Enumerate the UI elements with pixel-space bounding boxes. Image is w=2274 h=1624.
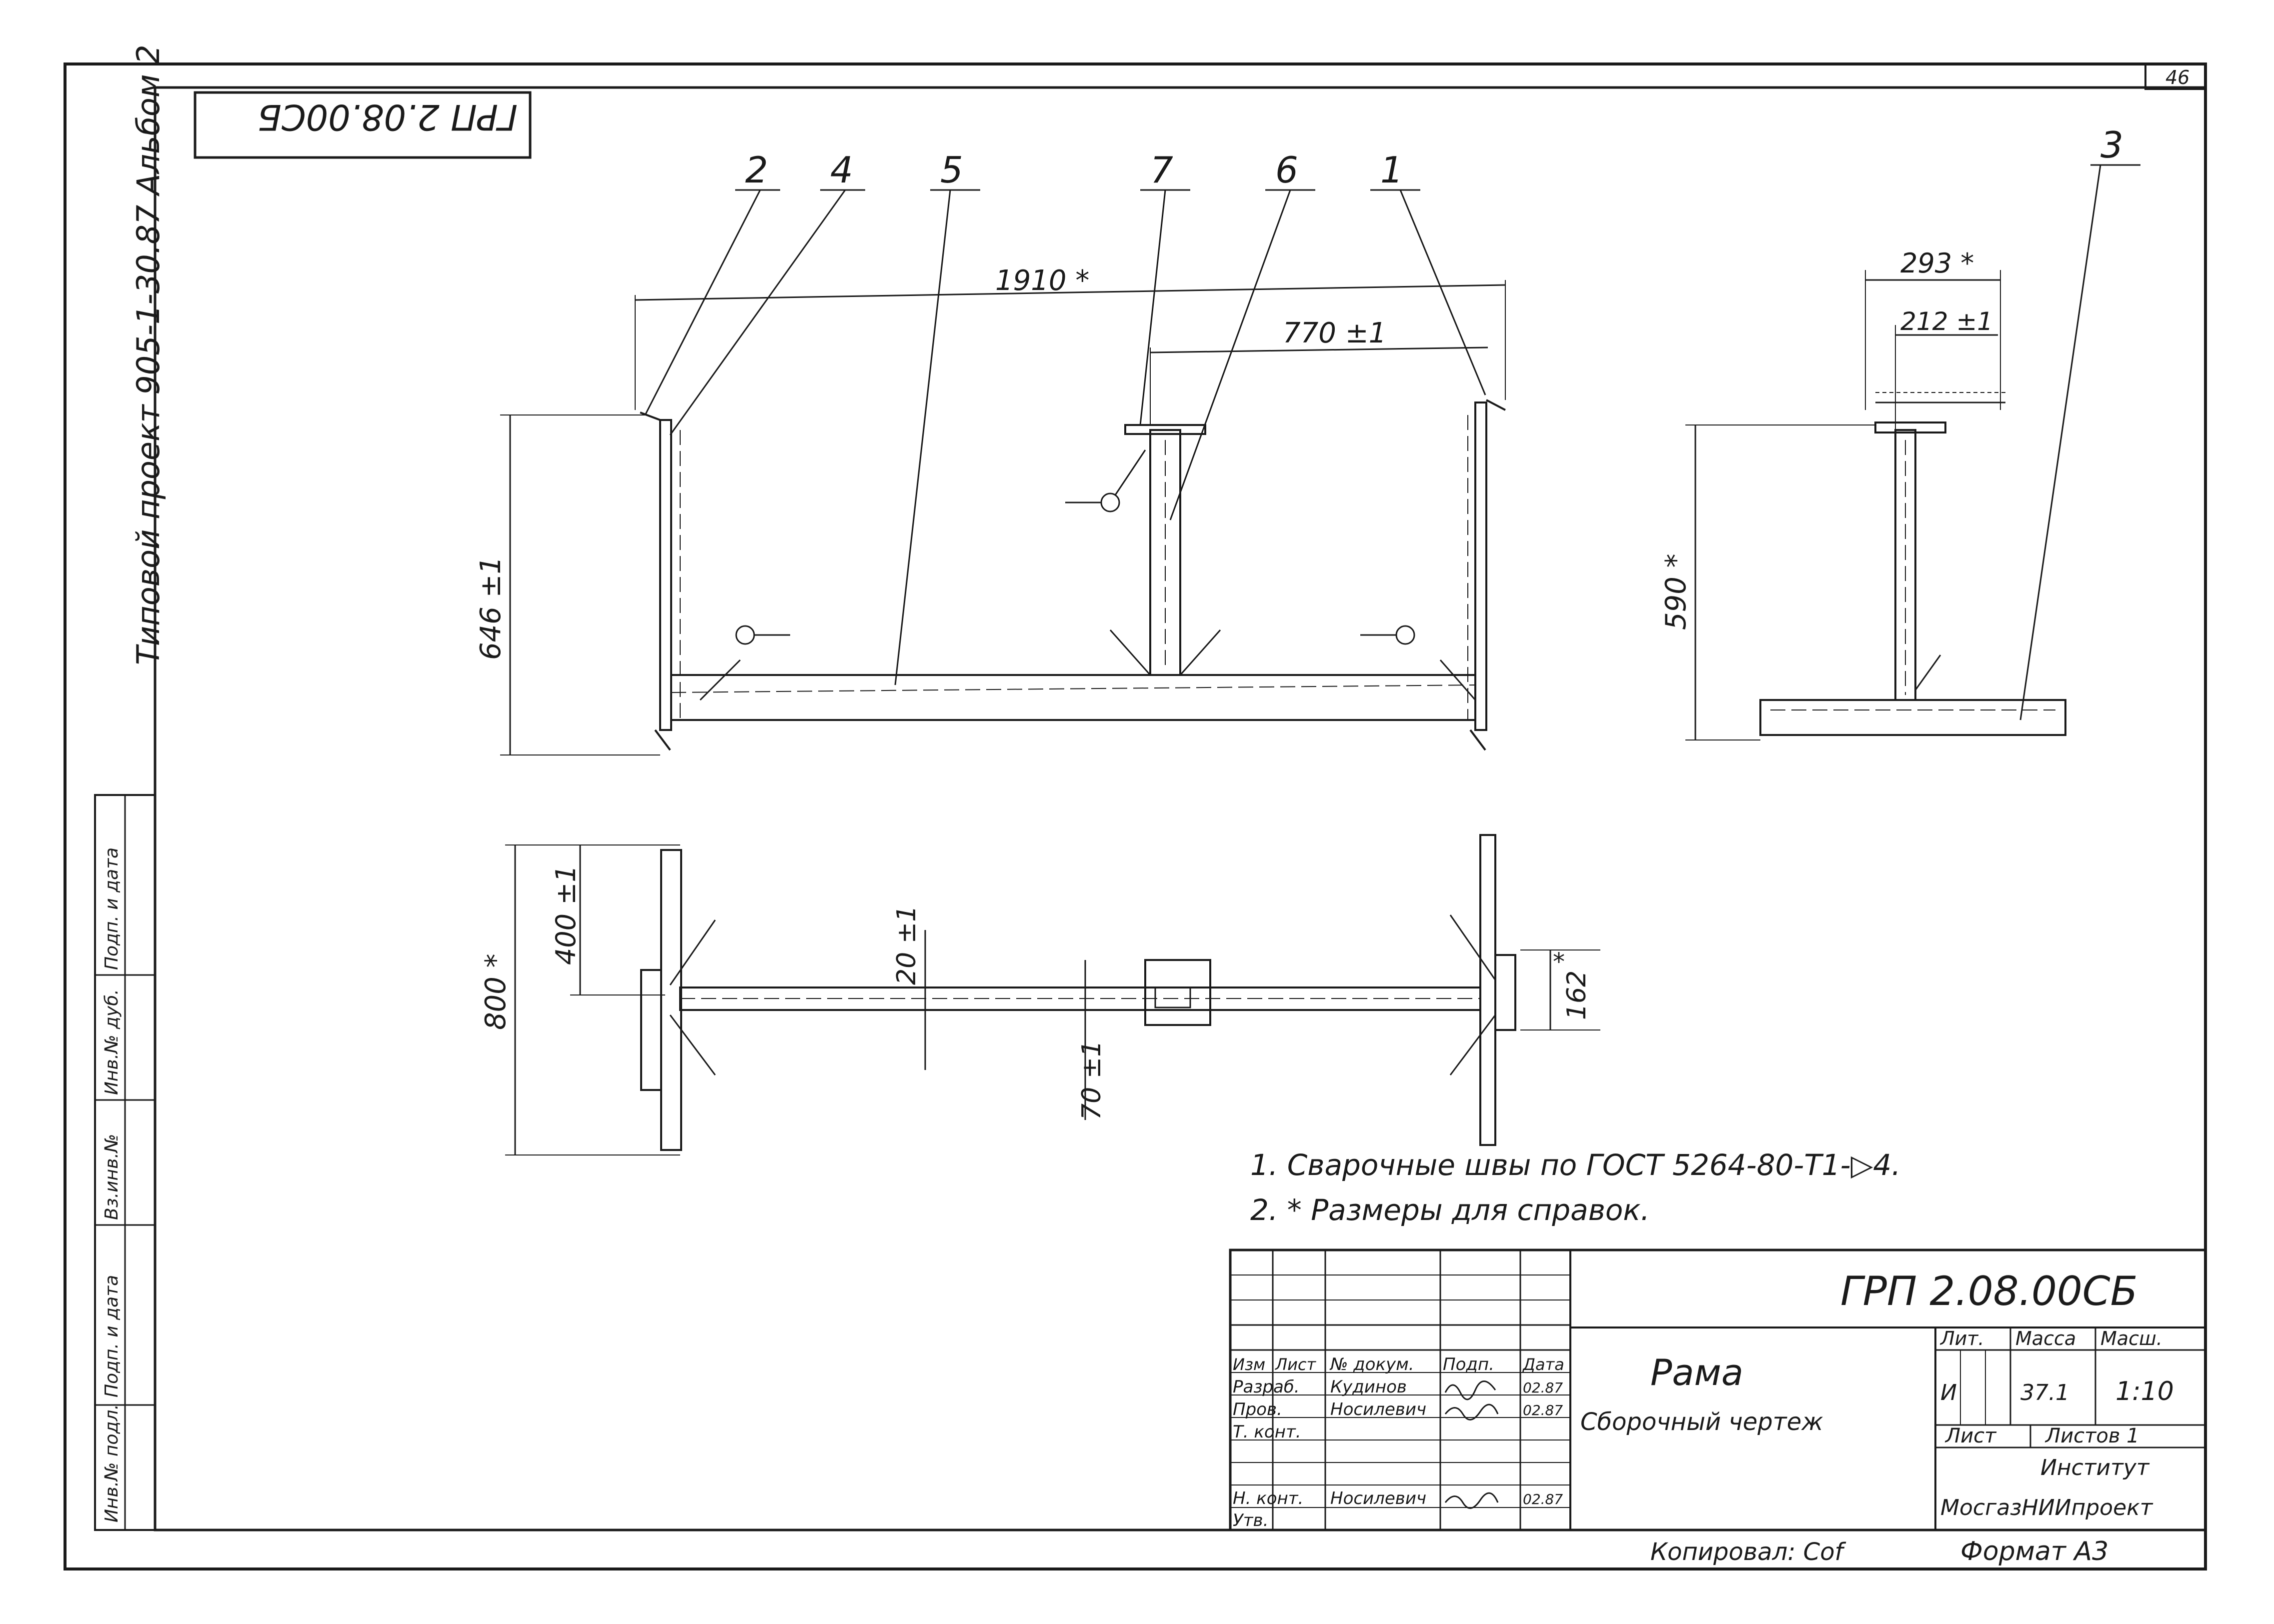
dim-plan-half: 400 ±1 — [550, 865, 582, 965]
row-name-0: Кудинов — [1330, 1377, 1407, 1397]
callout-7: 7 — [1150, 149, 1173, 191]
callout-1: 1 — [1380, 149, 1403, 191]
plan-view: 800 * 400 ±1 20 ±1 70 ±1 * 162 — [480, 834, 1600, 1156]
callouts: 2 4 5 7 6 1 3 — [644, 124, 2140, 720]
dim-side-height: 590 * — [1660, 554, 1692, 630]
sheet-frame: 46 — [64, 62, 2207, 1570]
col-list: Лист — [1275, 1355, 1316, 1374]
callout-4: 4 — [830, 149, 853, 191]
copied-by: Копировал: Cof — [1650, 1538, 1846, 1566]
side-col-0: Инв.№ подл. — [102, 1404, 122, 1522]
callout-6: 6 — [1275, 149, 1298, 191]
side-col-4: Подп. и дата — [102, 848, 122, 970]
sheet-format: Формат А3 — [1960, 1536, 2108, 1566]
row-name-1: Носилевич — [1330, 1400, 1426, 1420]
col-sign: Подп. — [1443, 1354, 1494, 1374]
value-lit: И — [1940, 1380, 1957, 1406]
drawing-designation: ГРП 2.08.00СБ — [1840, 1268, 2138, 1314]
col-date: Дата — [1522, 1355, 1564, 1374]
note-1: 1. Сварочные швы по ГОСТ 5264-80-Т1-▷4. — [1250, 1148, 1901, 1182]
row-role-2: Т. конт. — [1233, 1422, 1301, 1442]
row-role-1: Пров. — [1233, 1400, 1282, 1420]
side-col-2: Вз.инв.№ — [102, 1134, 122, 1220]
header-lit: Лит. — [1939, 1328, 1984, 1350]
callout-2: 2 — [745, 149, 768, 191]
dim-center-offset: 770 ±1 — [1283, 317, 1386, 350]
side-col-3: Инв.№ дуб. — [102, 989, 122, 1095]
side-view: 293 * 212 ±1 590 * — [1660, 248, 2066, 740]
dim-front-height: 646 ±1 — [475, 556, 507, 660]
dim-plan-gap-lower: 70 ±1 — [1077, 1040, 1107, 1120]
dim-side-inner: 212 ±1 — [1900, 307, 1993, 336]
title-block: Лит. Масса Масш. И 37.1 1:10 Лист Листов… — [1229, 1248, 2207, 1532]
row-role-3: Н. конт. — [1233, 1488, 1303, 1508]
callout-5: 5 — [940, 149, 963, 191]
row-name-3: Носилевич — [1330, 1488, 1426, 1508]
dim-side-top: 293 * — [1900, 248, 1974, 279]
col-izm: Изм — [1233, 1355, 1265, 1374]
upside-down-stamp: ГРП 2.08.00СБ — [258, 96, 518, 138]
value-mass: 37.1 — [2020, 1380, 2069, 1406]
project-reference: Типовой проект 905-1-30.87 Альбом 2 — [130, 44, 167, 665]
dim-plan-width: 800 * — [480, 954, 512, 1030]
row-role-0: Разраб. — [1233, 1377, 1300, 1397]
side-col-1: Подп. и дата — [102, 1275, 122, 1398]
row-date-0: 02.87 — [1523, 1380, 1563, 1396]
signature-razrab — [1444, 1380, 1496, 1400]
note-2: 2. * Размеры для справок. — [1250, 1193, 1650, 1227]
signature-prov — [1444, 1404, 1499, 1420]
sheets-count: Листов 1 — [2044, 1424, 2139, 1448]
dim-plan-gap-upper: 20 ±1 — [892, 906, 922, 985]
notes: 1. Сварочные швы по ГОСТ 5264-80-Т1-▷4. … — [1250, 1148, 1901, 1227]
dim-plan-right-star: * — [1553, 948, 1565, 976]
drawing-name: Рама — [1650, 1352, 1743, 1394]
left-margin: Типовой проект 905-1-30.87 Альбом 2 ГРП … — [94, 44, 532, 1531]
document-type: Сборочный чертеж — [1580, 1408, 1823, 1436]
header-mass: Масса — [2015, 1328, 2076, 1350]
sheet-label: Лист — [1944, 1424, 1997, 1448]
row-date-1: 02.87 — [1523, 1402, 1563, 1418]
page-number: 46 — [2165, 66, 2189, 88]
organization-line-1: Институт — [2040, 1455, 2150, 1480]
row-date-3: 02.87 — [1523, 1491, 1563, 1508]
col-doc: № докум. — [1329, 1354, 1414, 1374]
organization-line-2: МосгазНИИпроект — [1940, 1495, 2153, 1520]
dim-plan-right: 162 — [1562, 970, 1592, 1020]
callout-3: 3 — [2100, 124, 2123, 166]
value-scale: 1:10 — [2115, 1376, 2174, 1406]
signature-nkont — [1444, 1492, 1499, 1509]
row-role-4: Утв. — [1233, 1510, 1268, 1530]
front-view: 1910 * 770 ±1 646 ±1 — [475, 264, 1506, 756]
header-scale: Масш. — [2100, 1328, 2162, 1350]
dim-overall-length: 1910 * — [995, 264, 1089, 297]
